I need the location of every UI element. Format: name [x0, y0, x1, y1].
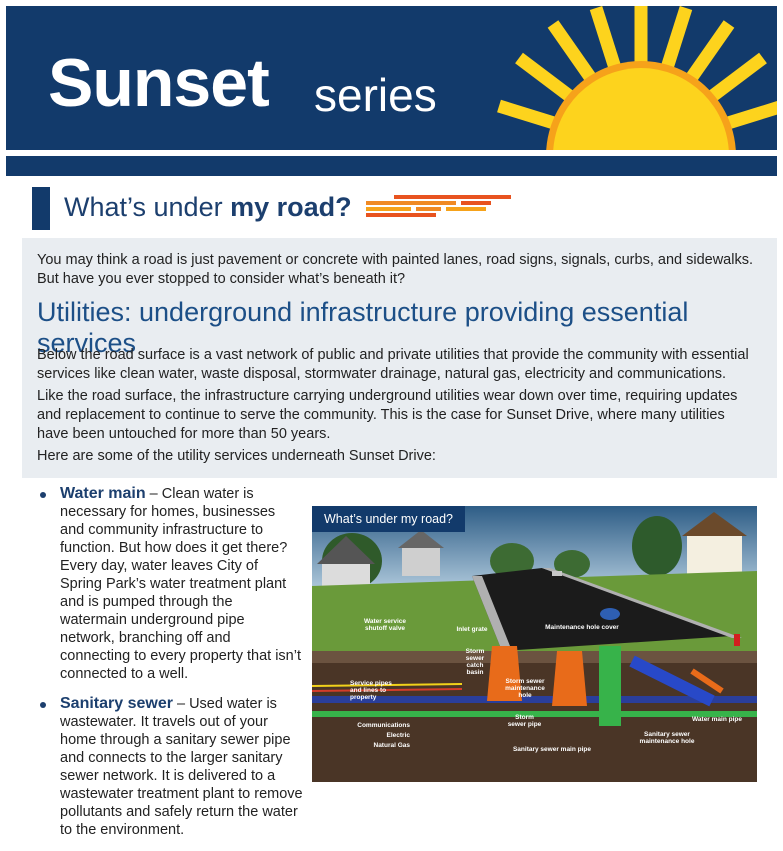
intro-panel: [22, 238, 777, 478]
page-title-bold: my road: [230, 192, 336, 222]
list-item-term: Water main: [60, 485, 146, 502]
heading-accent-bar: [32, 187, 50, 230]
label-water-service: Water service shutoff valve: [363, 618, 407, 632]
label-natural-gas: Natural Gas: [373, 742, 411, 749]
bullet-icon: [40, 492, 46, 498]
bullet-icon: [40, 702, 46, 708]
body-paragraph: Like the road surface, the infrastructur…: [37, 388, 738, 442]
illustration-graphic: [312, 506, 757, 782]
label-service-pipes: Service pipes and lines to property: [350, 680, 392, 701]
road-cross-section-illustration: Water service shutoff valve Inlet grate …: [312, 506, 757, 782]
list-item-term: Sanitary sewer: [60, 695, 173, 712]
banner-subtitle: series: [314, 69, 437, 121]
body-paragraph: Here are some of the utility services un…: [37, 448, 436, 464]
page-title-prefix: What’s under: [64, 192, 231, 222]
label-storm-pipe: Storm sewer pipe: [507, 714, 542, 728]
banner-title: Sunset: [48, 45, 270, 121]
dash-lines-graphic: [366, 195, 511, 217]
label-storm-maintenance: Storm sewer maintenance hole: [505, 678, 545, 699]
intro-paragraph: You may think a road is just pavement or…: [37, 252, 753, 287]
page-title: What’s under my road?: [64, 192, 352, 223]
list-item-text: – Used water is wastewater. It travels o…: [60, 696, 303, 838]
label-storm-basin: Storm sewer catch basin: [465, 648, 485, 676]
sun-icon: [497, 6, 777, 150]
header-banner: Sunset series: [6, 6, 777, 150]
utility-list: Water main – Clean water is necessary fo…: [38, 485, 303, 851]
list-item: Sanitary sewer – Used water is wastewate…: [38, 695, 303, 839]
label-electric: Electric: [386, 732, 411, 739]
list-item-text: – Clean water is necessary for homes, bu…: [60, 486, 301, 682]
section-subheading: Utilities: underground infrastructure pr…: [37, 297, 689, 358]
body-paragraph: Below the road surface is a vast network…: [37, 347, 749, 382]
label-sanitary-main: Sanitary sewer main pipe: [512, 746, 592, 753]
page-title-suffix: ?: [335, 192, 352, 222]
illustration-caption-tag: What’s under my road?: [312, 506, 465, 532]
label-inlet-grate: Inlet grate: [456, 626, 488, 633]
label-maintenance-cover: Maintenance hole cover: [545, 624, 619, 631]
label-water-main-pipe: Water main pipe: [692, 716, 742, 723]
banner-stripe: [6, 156, 777, 176]
label-sanitary-maintenance: Sanitary sewer maintenance hole: [639, 731, 695, 745]
label-communications: Communications: [357, 722, 410, 729]
list-item: Water main – Clean water is necessary fo…: [38, 485, 303, 683]
